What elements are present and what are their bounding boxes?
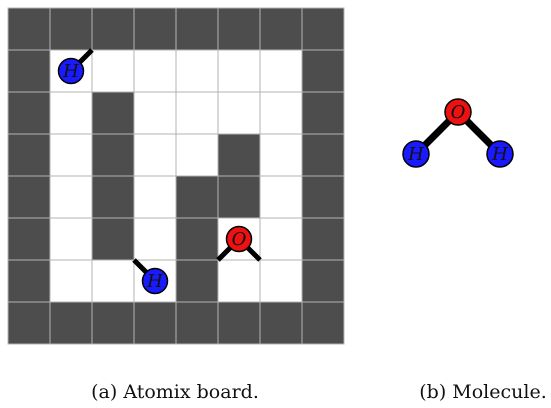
wall-cell [217, 301, 261, 345]
atom-circle [402, 140, 430, 168]
floor-cell [175, 91, 219, 135]
caption-molecule: (b) Molecule. [419, 381, 547, 403]
floor-cell [133, 133, 177, 177]
floor-cell [91, 259, 135, 303]
atom-circle [486, 140, 514, 168]
wall-cell [175, 217, 219, 261]
floor-cell [133, 91, 177, 135]
wall-cell [301, 7, 345, 51]
atom-circle [141, 267, 169, 295]
atom-h-1[interactable]: H [57, 48, 94, 85]
wall-cell [175, 175, 219, 219]
floor-cell [259, 91, 303, 135]
atom-label: H [62, 61, 79, 82]
wall-cell [301, 301, 345, 345]
mol-h-right: H [486, 140, 514, 168]
atom-h-2[interactable]: H [132, 258, 169, 295]
floor-cell [217, 49, 261, 93]
floor-cell [259, 133, 303, 177]
floor-cell [259, 217, 303, 261]
wall-cell [301, 91, 345, 135]
wall-cell [91, 133, 135, 177]
caption-atomix-board: (a) Atomix board. [91, 381, 259, 403]
wall-cell [91, 91, 135, 135]
atom-circle [225, 225, 253, 253]
wall-cell [301, 49, 345, 93]
floor-cell [217, 259, 261, 303]
wall-cell [301, 175, 345, 219]
floor-cell [49, 91, 93, 135]
mol-h-left: H [402, 140, 430, 168]
atom-label: H [491, 144, 508, 165]
wall-cell [301, 259, 345, 303]
atom-o-1[interactable]: O [216, 225, 262, 262]
atom-label: O [232, 229, 247, 250]
wall-cell [175, 301, 219, 345]
floor-cell [175, 133, 219, 177]
atom-label: H [407, 144, 424, 165]
atom-label: H [146, 271, 163, 292]
wall-cell [7, 301, 51, 345]
wall-cell [91, 301, 135, 345]
wall-cell [7, 7, 51, 51]
wall-cell [217, 7, 261, 51]
floor-cell [49, 217, 93, 261]
floor-cell [133, 175, 177, 219]
atom-circle [57, 57, 85, 85]
wall-cell [133, 301, 177, 345]
floor-cell [217, 91, 261, 135]
atom-label: O [451, 102, 466, 123]
wall-cell [301, 217, 345, 261]
mol-o: O [444, 98, 472, 126]
floor-cell [49, 259, 93, 303]
wall-cell [49, 7, 93, 51]
wall-cell [7, 91, 51, 135]
atom-circle [444, 98, 472, 126]
floor-cell [133, 49, 177, 93]
floor-cell [259, 259, 303, 303]
wall-cell [175, 259, 219, 303]
wall-cell [7, 259, 51, 303]
wall-cell [91, 217, 135, 261]
